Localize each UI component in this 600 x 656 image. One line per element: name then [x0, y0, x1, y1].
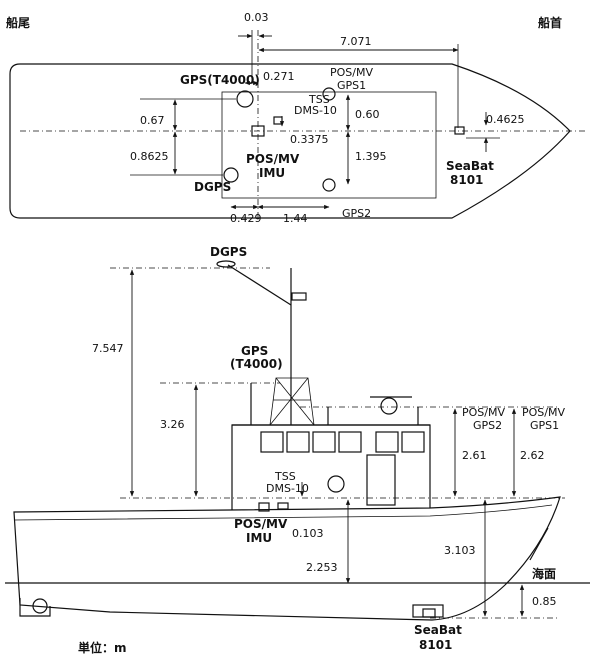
top-view: 船尾 船首 GPS(T4000) DGPS POS/MV GPS1 GPS2 T… — [6, 11, 585, 225]
dim-3-26: 3.26 — [160, 418, 185, 431]
dim-3-103: 3.103 — [444, 544, 476, 557]
stern-label: 船尾 — [6, 15, 30, 30]
dgps-label-side: DGPS — [210, 245, 247, 259]
pos-mv-gps2-antenna — [322, 178, 336, 192]
window-6 — [401, 431, 425, 453]
deckhouse-plan — [221, 91, 437, 199]
dim-0-8625: 0.8625 — [130, 150, 169, 163]
dim-0-85: 0.85 — [532, 595, 557, 608]
pos-mv-imu-label-1: POS/MV — [246, 152, 300, 166]
dim-0-103: 0.103 — [292, 527, 324, 540]
sea-surface-label: 海面 — [532, 566, 556, 581]
dim-0-4625: 0.4625 — [486, 113, 525, 126]
gps-t4000-antenna — [236, 90, 254, 108]
seabat-label-2: 8101 — [450, 173, 483, 187]
dgps-boom — [227, 264, 292, 306]
pos-mv-gps1-side-2: GPS1 — [530, 419, 559, 432]
dgps-antenna-plan — [223, 167, 239, 183]
dim-0-03: 0.03 — [244, 11, 269, 24]
propeller — [32, 598, 48, 614]
dgps-antenna-side — [216, 260, 236, 268]
gps-t4000-label: GPS(T4000) — [180, 73, 260, 87]
dgps-label-plan: DGPS — [194, 180, 231, 194]
window-4 — [338, 431, 362, 453]
seabat-mount — [412, 604, 444, 618]
window-1 — [260, 431, 284, 453]
pos-mv-gps1-side-1: POS/MV — [522, 406, 565, 419]
pos-mv-imu-side-2: IMU — [246, 531, 272, 545]
seabat-label-1: SeaBat — [446, 159, 494, 173]
dim-0-60: 0.60 — [355, 108, 380, 121]
pos-mv-imu-side-1: POS/MV — [234, 517, 288, 531]
dim-2-62: 2.62 — [520, 449, 545, 462]
tss-side-2: DMS-10 — [266, 482, 309, 495]
dim-2-253: 2.253 — [306, 561, 338, 574]
seabat-side-1: SeaBat — [414, 623, 462, 637]
bow-label: 船首 — [538, 15, 562, 30]
pos-mv-gps2-side-2: GPS2 — [473, 419, 502, 432]
deckhouse-profile — [231, 424, 431, 510]
dim-0-67: 0.67 — [140, 114, 165, 127]
dim-0-271: 0.271 — [263, 70, 295, 83]
imu-sensor-side — [258, 502, 270, 512]
stern-rudder — [19, 598, 51, 617]
hull-profile — [13, 496, 561, 621]
seabat-sensor-side — [422, 608, 436, 618]
seabat-side-2: 8101 — [419, 638, 452, 652]
dim-7-547: 7.547 — [92, 342, 124, 355]
tss-sensor-side — [277, 502, 289, 510]
gps-t4000-side-label-1: GPS — [241, 344, 268, 358]
pos-mv-gps1-label-2: GPS1 — [337, 79, 366, 92]
gps-t4000-side-label-2: (T4000) — [230, 357, 283, 371]
door — [366, 454, 396, 506]
dim-1-44: 1.44 — [283, 212, 308, 225]
pos-mv-gps1-antenna — [322, 87, 336, 101]
tss-side-1: TSS — [274, 470, 296, 483]
hull-plan-outline — [9, 63, 571, 219]
dim-1-395: 1.395 — [355, 150, 387, 163]
dim-0-429: 0.429 — [230, 212, 262, 225]
dim-0-3375: 0.3375 — [290, 133, 329, 146]
tss-sensor-plan — [273, 116, 283, 125]
mast-lattice — [269, 377, 315, 426]
tss-label-1: TSS — [308, 93, 330, 106]
imu-sensor-plan — [251, 125, 265, 137]
unit-note: 単位：m — [78, 640, 127, 655]
seabat-sensor-plan — [454, 126, 465, 135]
porthole — [327, 475, 345, 493]
pos-mv-imu-label-2: IMU — [259, 166, 285, 180]
pos-mv-gps2-side-1: POS/MV — [462, 406, 505, 419]
window-5 — [375, 431, 399, 453]
bow-rail — [529, 527, 549, 561]
window-3 — [312, 431, 336, 453]
radar-dome — [380, 397, 398, 415]
tss-label-2: DMS-10 — [294, 104, 337, 117]
side-view: DGPS GPS (T4000) POS/MV GPS2 POS/MV GPS1… — [5, 245, 590, 655]
dim-2-61: 2.61 — [462, 449, 487, 462]
mast-fitting — [291, 292, 307, 301]
pos-mv-gps2-label: GPS2 — [342, 207, 371, 220]
dim-7-071: 7.071 — [340, 35, 372, 48]
pos-mv-gps1-label-1: POS/MV — [330, 66, 373, 79]
window-2 — [286, 431, 310, 453]
